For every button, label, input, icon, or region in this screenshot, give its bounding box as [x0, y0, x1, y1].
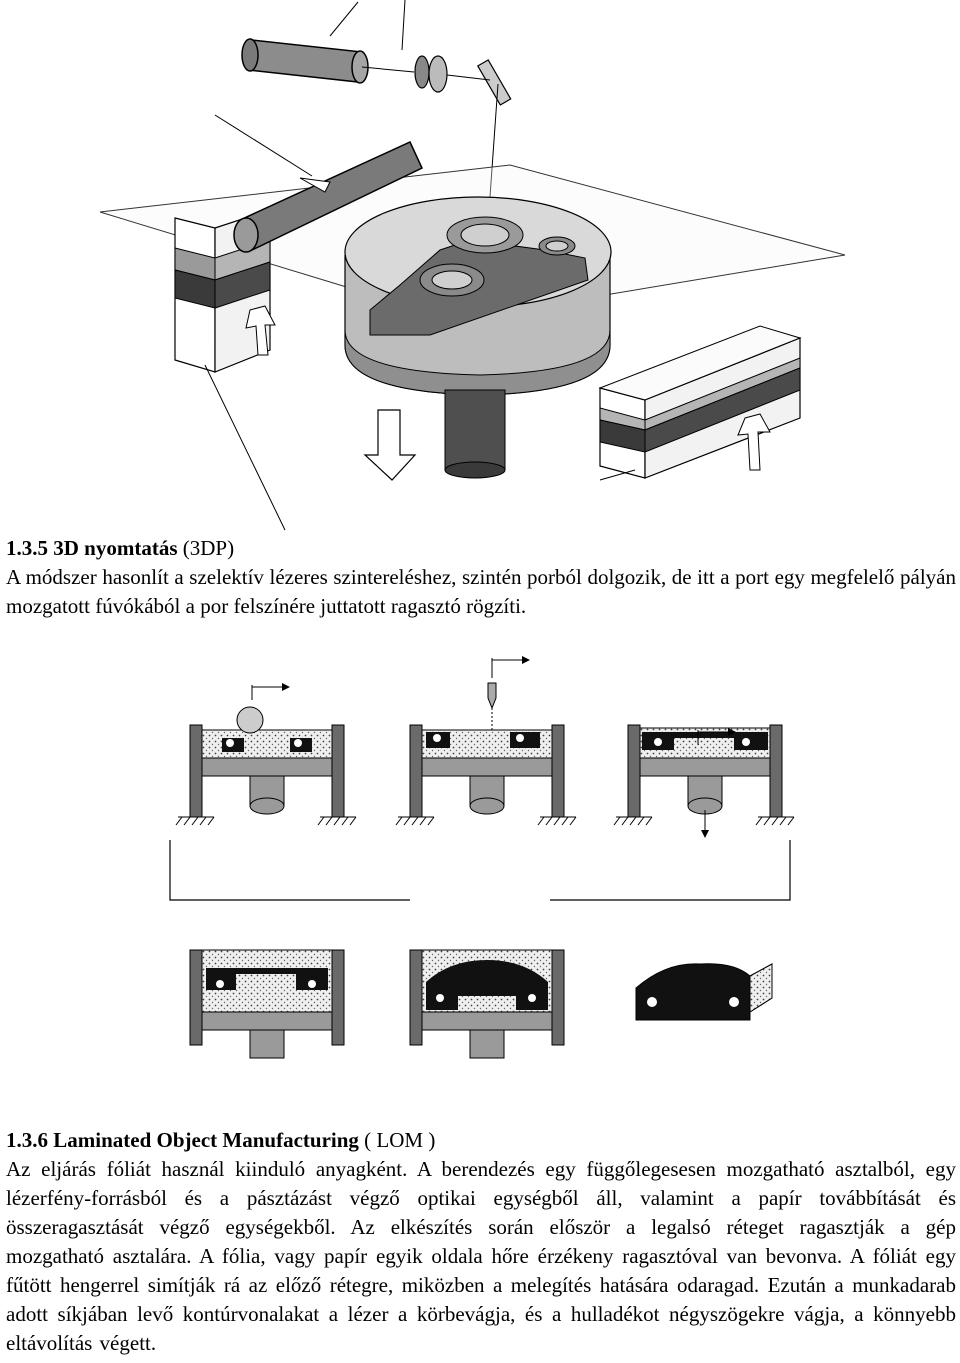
section-lom-heading: 1.3.6 Laminated Object Manufacturing ( L…	[6, 1126, 956, 1155]
step-4-repeat	[189, 949, 345, 1059]
process-loop-arrow	[169, 840, 791, 901]
3dp-process-figure	[169, 656, 795, 1059]
section-lom-paragraph: Az eljárás fóliát használ kiinduló anyag…	[6, 1157, 956, 1355]
sls-machine-figure	[99, 0, 846, 531]
section-3dp: 1.3.5 3D nyomtatás (3DP) A módszer hason…	[6, 534, 956, 621]
right-powder-chamber	[598, 325, 802, 481]
down-arrow	[363, 409, 417, 481]
step-1-recoat	[175, 683, 357, 826]
section-3dp-number: 1.3.5	[6, 536, 48, 560]
step-2-print	[395, 656, 577, 826]
laser-source	[241, 38, 369, 84]
section-lom-abbrev: ( LOM )	[364, 1128, 436, 1152]
finished-part	[635, 963, 773, 1021]
section-3dp-abbrev: (3DP)	[182, 536, 235, 560]
optics	[414, 55, 512, 106]
roller	[233, 141, 423, 253]
section-lom: 1.3.6 Laminated Object Manufacturing ( L…	[6, 1126, 956, 1358]
section-3dp-paragraph: A módszer hasonlít a szelektív lézeres s…	[6, 565, 956, 618]
build-cylinder	[344, 196, 612, 479]
step-5-complete	[409, 949, 565, 1059]
section-lom-title: Laminated Object Manufacturing	[53, 1128, 359, 1152]
step-3-lower	[613, 724, 795, 838]
section-lom-number: 1.3.6	[6, 1128, 48, 1152]
section-3dp-heading: 1.3.5 3D nyomtatás (3DP)	[6, 534, 956, 563]
section-3dp-title: 3D nyomtatás	[53, 536, 178, 560]
